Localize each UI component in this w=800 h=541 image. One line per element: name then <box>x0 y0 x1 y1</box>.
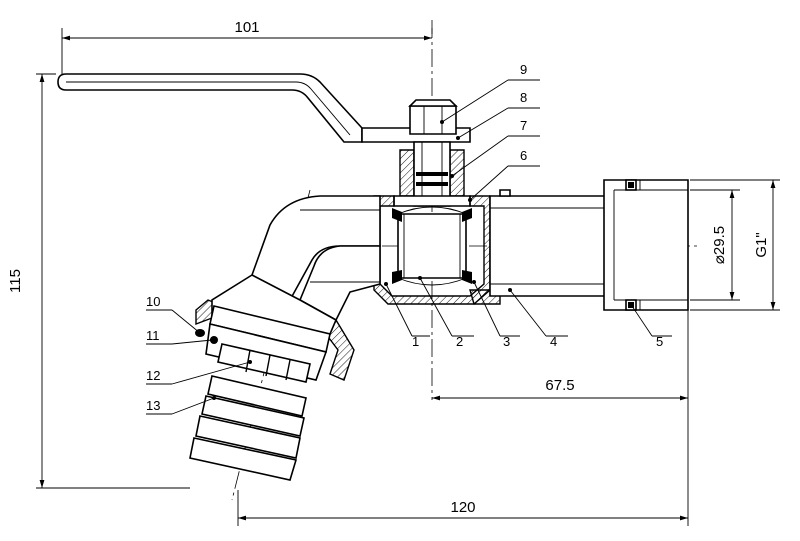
callout-13: 13 <box>146 398 160 413</box>
dim-29-5-label: ⌀29.5 <box>711 226 728 264</box>
callout-6: 6 <box>520 148 527 163</box>
callout-11: 11 <box>146 328 160 343</box>
callout-5: 5 <box>656 334 663 349</box>
dim-total-height: 115 <box>7 73 190 489</box>
callouts: 9 8 7 6 1 2 3 4 <box>146 62 672 415</box>
dim-total-length: 120 <box>237 404 689 526</box>
dim-120-label: 120 <box>450 499 475 516</box>
callout-9: 9 <box>520 62 527 77</box>
callout-1: 1 <box>412 334 419 349</box>
callout-12: 12 <box>146 368 160 383</box>
stem-nut <box>408 99 458 135</box>
callout-7: 7 <box>520 118 527 133</box>
inlet-spout <box>189 195 381 481</box>
outlet-pipe <box>489 179 689 311</box>
valve-body <box>373 195 501 305</box>
dim-thread: G1" <box>690 179 780 311</box>
dim-67-5-label: 67.5 <box>545 377 574 394</box>
dim-g1-label: G1" <box>753 232 770 257</box>
callout-8: 8 <box>520 90 527 105</box>
callout-10: 10 <box>146 294 160 309</box>
dim-outlet-length: 67.5 <box>432 310 689 404</box>
dim-101-label: 101 <box>234 19 259 36</box>
callout-3: 3 <box>503 334 510 349</box>
stem-assembly <box>393 141 471 207</box>
callout-2: 2 <box>456 334 463 349</box>
dim-115-label: 115 <box>7 269 24 293</box>
dim-handle-length: 101 <box>61 19 433 74</box>
callout-4: 4 <box>550 334 557 349</box>
dim-inner-diameter: ⌀29.5 <box>690 189 740 301</box>
lever-handle <box>57 73 471 143</box>
